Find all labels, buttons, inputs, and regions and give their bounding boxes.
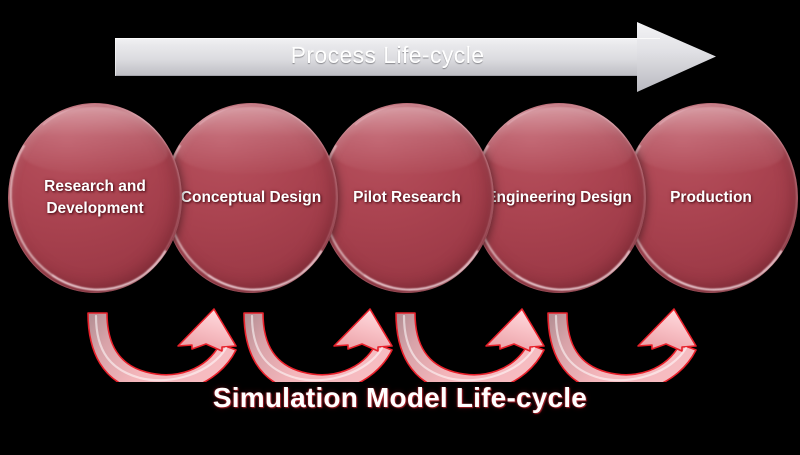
gloss-arc-icon <box>624 103 798 293</box>
feedback-arrow[interactable] <box>546 307 698 395</box>
gloss-arc-icon <box>164 103 338 293</box>
gloss-arc-icon <box>8 103 182 293</box>
stage-label: Research and Development <box>44 178 146 217</box>
simulation-model-lifecycle-caption: Simulation Model Life-cycle <box>212 382 588 413</box>
stage-circle-conceptual-design[interactable]: Conceptual Design <box>164 103 338 293</box>
stage-label: Pilot Research <box>353 189 461 206</box>
gloss-ring-icon <box>472 103 646 293</box>
feedback-arrows-svg <box>86 307 698 395</box>
feedback-arrow[interactable] <box>394 307 546 395</box>
stage-label: Conceptual Design <box>180 189 322 206</box>
stage-label: Production <box>670 189 752 206</box>
gloss-ring-icon <box>164 103 338 293</box>
gloss-ring-icon <box>8 103 182 293</box>
gloss-ring-icon <box>624 103 798 293</box>
stage-circle-engineering-design[interactable]: Engineering Design <box>472 103 646 293</box>
stage-label: Engineering Design <box>486 189 632 206</box>
right-arrow-icon <box>115 22 716 92</box>
stage-circle-pilot-research[interactable]: Pilot Research <box>320 103 494 293</box>
feedback-arrow[interactable] <box>86 307 238 395</box>
feedback-arrow[interactable] <box>242 307 394 395</box>
stage-circle-production[interactable]: Production <box>624 103 798 293</box>
stage-circle-research-and-development[interactable]: Research and Development <box>8 103 182 293</box>
gloss-ring-icon <box>320 103 494 293</box>
gloss-arc-icon <box>320 103 494 293</box>
feedback-arrow-group <box>0 292 800 395</box>
gloss-arc-icon <box>472 103 646 293</box>
